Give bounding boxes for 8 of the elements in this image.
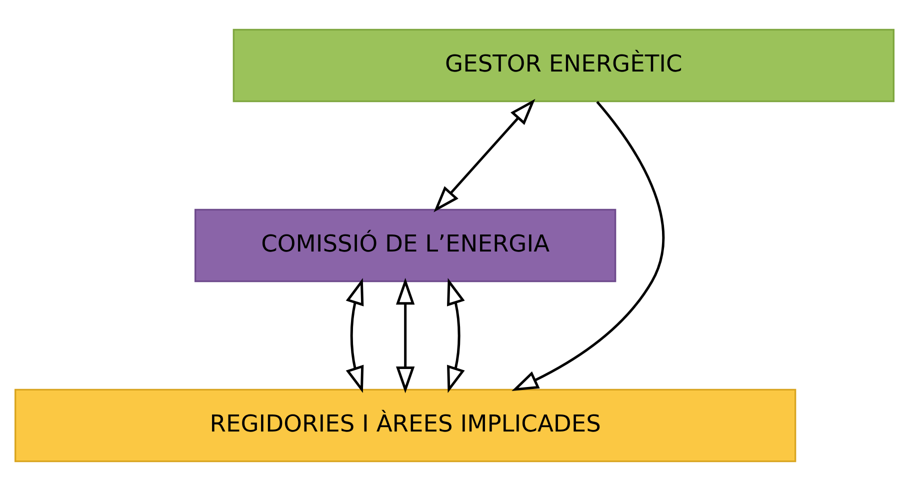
arrow bbox=[434, 98, 536, 212]
node-box: GESTOR ENERGÈTIC bbox=[232, 28, 894, 102]
node-box: COMISSIÓ DE L’ENERGIA bbox=[194, 208, 616, 282]
arrow bbox=[447, 278, 465, 394]
arrow bbox=[396, 278, 415, 394]
arrow bbox=[512, 101, 664, 392]
arrow bbox=[346, 278, 364, 394]
node-box: REGIDORIES I ÀREES IMPLICADES bbox=[14, 388, 796, 462]
